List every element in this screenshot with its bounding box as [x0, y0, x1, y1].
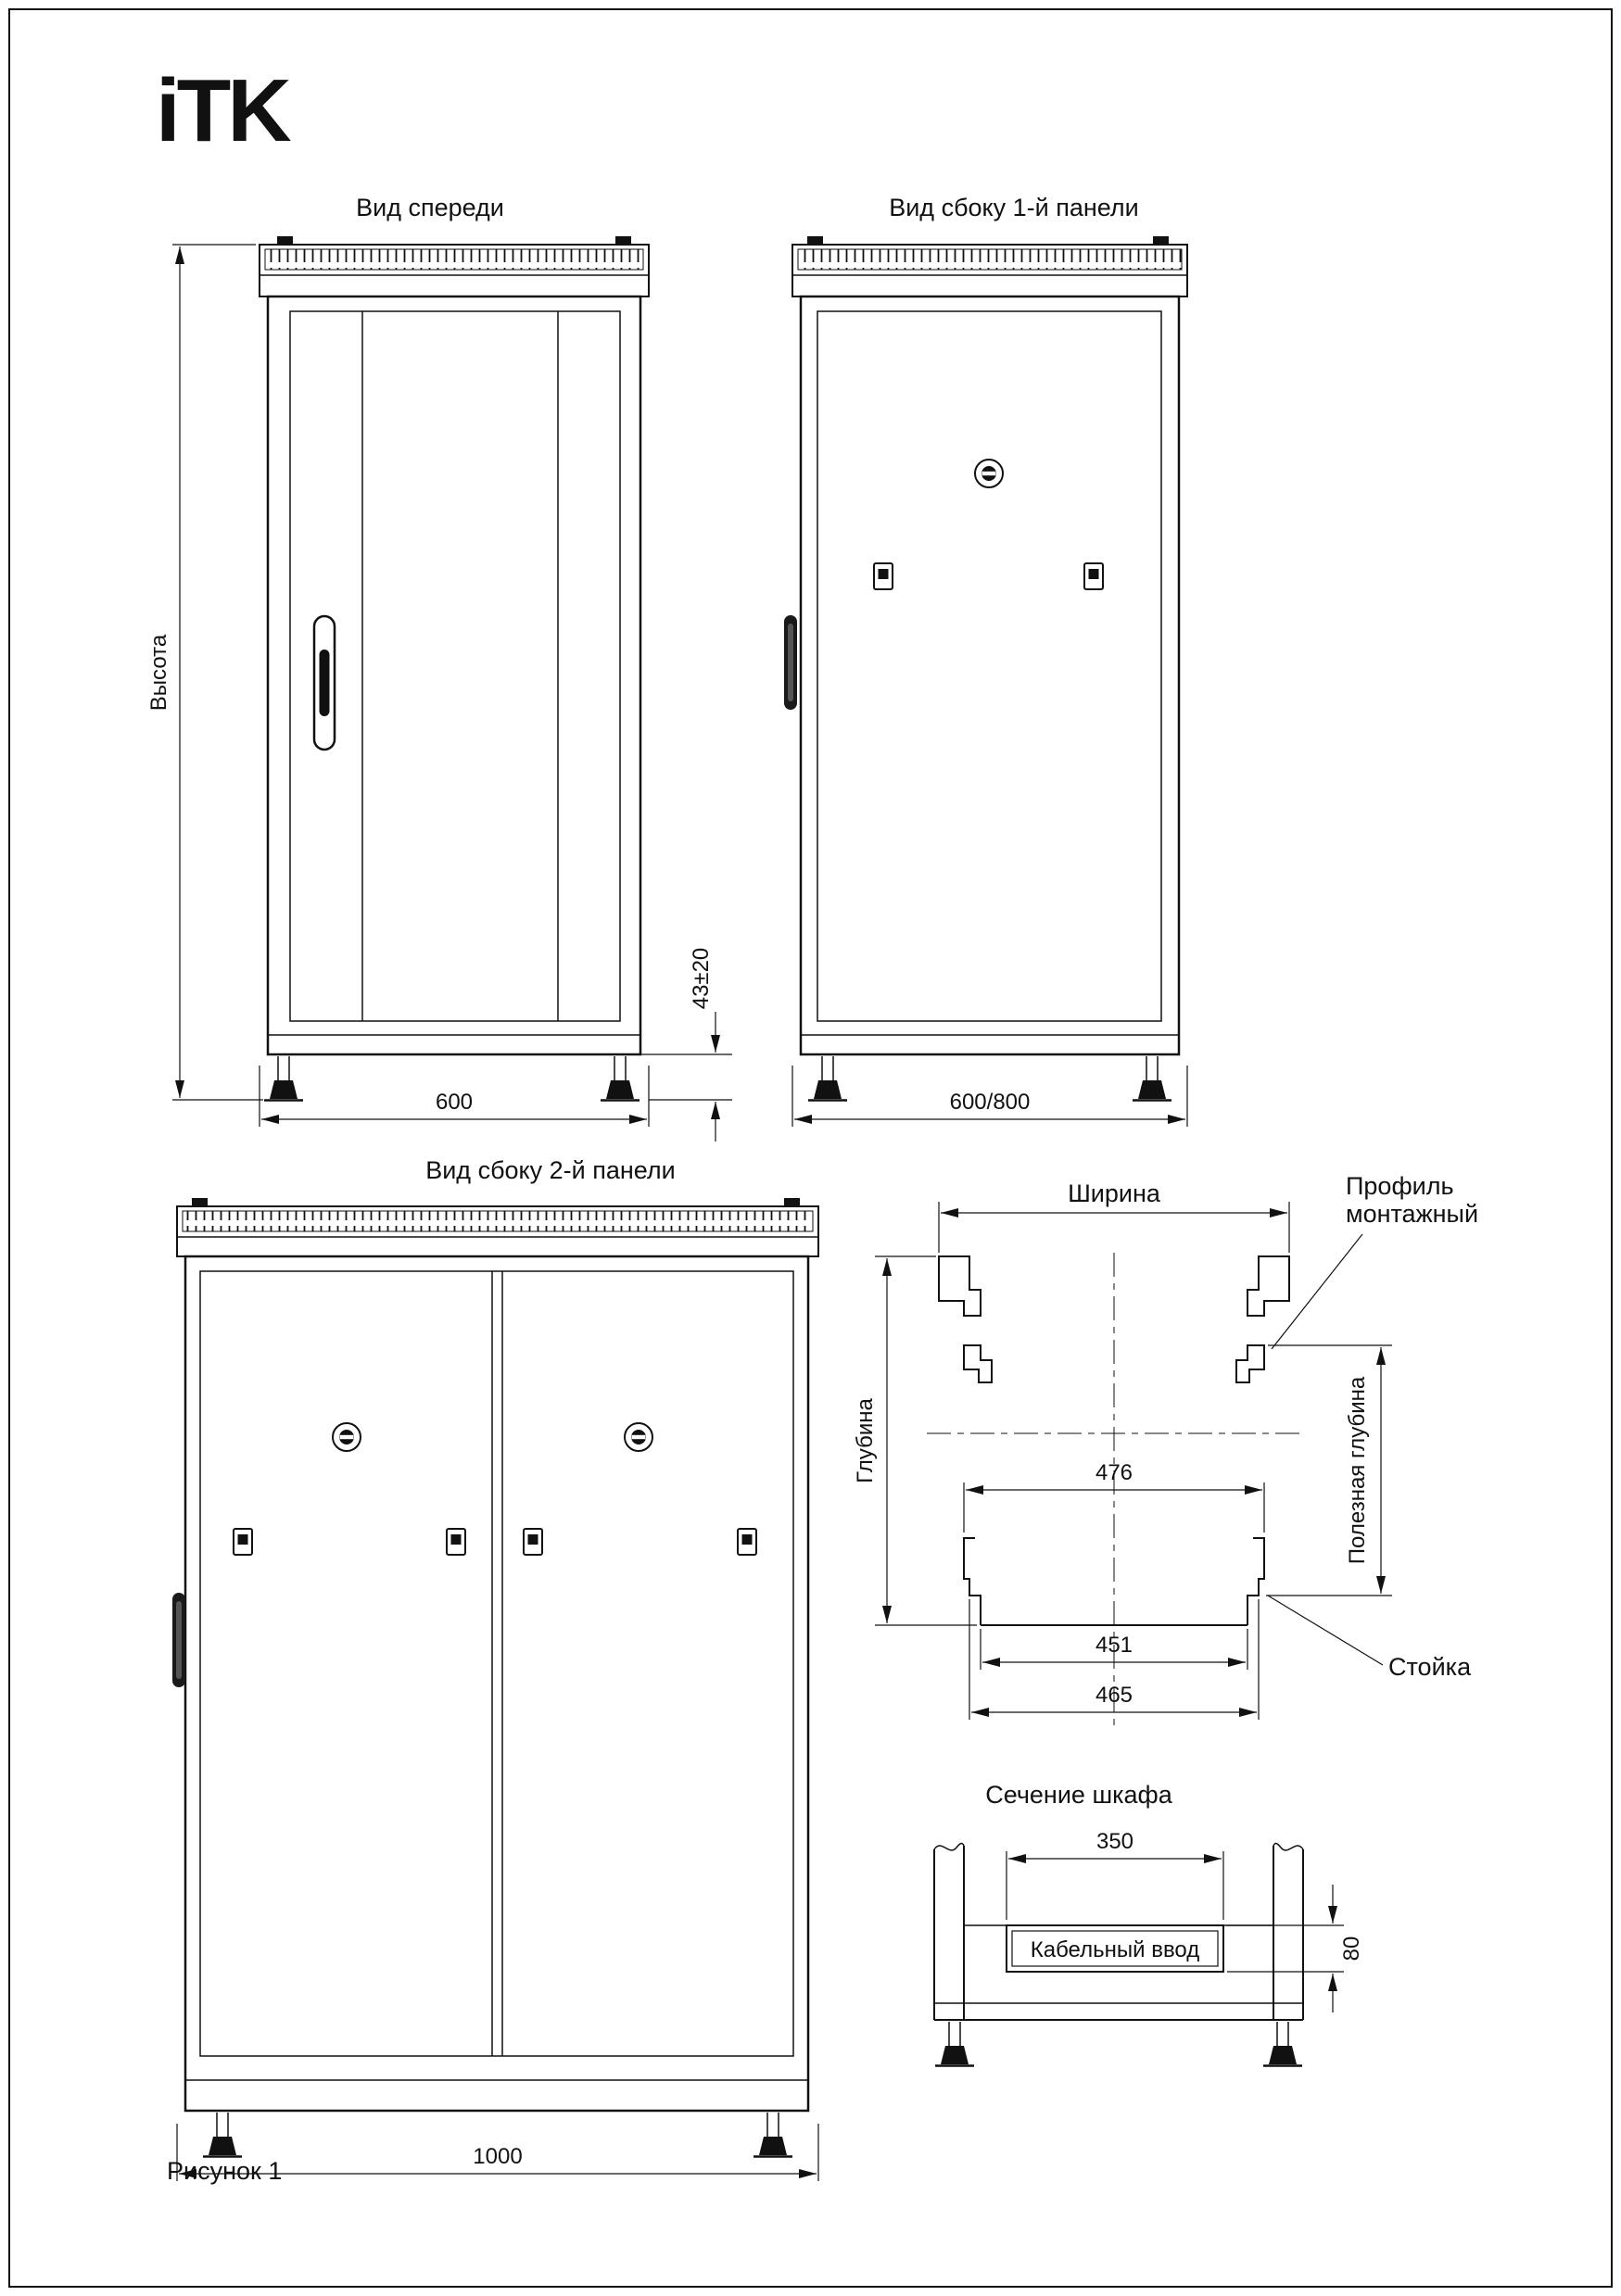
depth-dimension-label: 600/800 [950, 1090, 1031, 1115]
corner-profile-outline [1247, 1255, 1290, 1317]
cabinet-section-title: Сечение шкафа [985, 1781, 1173, 1809]
lifting-lug [784, 1198, 800, 1207]
break-line [1273, 1842, 1304, 1851]
depth-dimension-label: 1000 [473, 2144, 522, 2169]
panel-lock [332, 1422, 361, 1452]
adjustable-foot [806, 1054, 849, 1102]
dimension-label-451: 451 [1095, 1633, 1133, 1658]
cable-entry-box [1006, 1924, 1224, 1973]
cross-section: Ширина Профиль монтажный Глубина Полезна… [853, 1172, 1478, 1725]
adjustable-foot [599, 1054, 641, 1102]
foot-dimension-label: 43±20 [689, 948, 714, 1010]
mounting-profile-label-line2: монтажный [1346, 1200, 1478, 1228]
mounting-profile-outline [963, 1344, 993, 1383]
adjustable-foot [262, 1054, 305, 1102]
adjustable-foot [933, 2020, 976, 2067]
stand-profile-outline [963, 1537, 981, 1625]
front-view: Вид спереди Высота 600 43±20 [146, 194, 732, 1142]
panel-latch [737, 1528, 757, 1556]
side-view-panel2: Вид сбоку 2-й панели 1000 [172, 1156, 819, 2181]
body-outline [799, 295, 1181, 1056]
mounting-profile-label-line1: Профиль [1346, 1172, 1454, 1200]
depth-label: Глубина [853, 1398, 878, 1483]
side2-view-title: Вид сбоку 2-й панели [425, 1156, 676, 1184]
side-view-panel1: Вид сбоку 1-й панели 600/800 [784, 194, 1188, 1127]
panel-latch [873, 562, 893, 590]
useful-depth-label: Полезная глубина [1345, 1376, 1370, 1564]
side-panel [817, 310, 1162, 1022]
dimension-label-476: 476 [1095, 1460, 1133, 1485]
side-handle [172, 1593, 185, 1687]
panel-latch [446, 1528, 466, 1556]
adjustable-foot [1131, 1054, 1173, 1102]
door-handle [312, 614, 336, 751]
lifting-lug [277, 236, 293, 246]
width-label: Ширина [1068, 1180, 1161, 1207]
leader-line [1271, 1233, 1363, 1350]
body-outline [184, 1255, 810, 2113]
front-door-panel [289, 310, 621, 1022]
adjustable-foot [1261, 2020, 1304, 2067]
adjustable-foot [752, 2111, 794, 2158]
cable-entry-label: Кабельный ввод [1031, 1937, 1200, 1962]
panel-latch [523, 1528, 543, 1556]
cable-entry-box-inner [1011, 1930, 1219, 1967]
side-panels [199, 1270, 794, 2057]
stand-profile-outline [1247, 1537, 1265, 1625]
vent-grille [797, 248, 1183, 271]
mounting-profile-outline [1235, 1344, 1265, 1383]
dimension-label-465: 465 [1095, 1683, 1133, 1708]
body-outline [266, 295, 642, 1056]
stand-label: Стойка [1388, 1653, 1472, 1681]
front-view-title: Вид спереди [356, 194, 504, 221]
break-line [933, 1842, 965, 1851]
dimension-label-80: 80 [1339, 1936, 1364, 1962]
side1-view-title: Вид сбоку 1-й панели [889, 194, 1139, 221]
panel-latch [1083, 562, 1104, 590]
lifting-lug [615, 236, 631, 246]
vent-grille [182, 1210, 814, 1232]
figure-caption: Рисунок 1 [167, 2157, 282, 2185]
dimension-label-350: 350 [1096, 1829, 1133, 1854]
brand-logo: iTK [156, 61, 291, 160]
lifting-lug [807, 236, 823, 246]
panel-lock [974, 459, 1004, 488]
panel-lock [624, 1422, 653, 1452]
cabinet-section: Сечение шкафа Кабельный ввод 350 80 [933, 1781, 1364, 2067]
corner-profile-outline [938, 1255, 981, 1317]
height-dimension-label: Высота [146, 634, 171, 711]
panel-latch [233, 1528, 253, 1556]
adjustable-foot [201, 2111, 244, 2158]
lifting-lug [1153, 236, 1169, 246]
vent-grille [264, 248, 644, 271]
page-border [8, 8, 1613, 2288]
side-handle [784, 615, 797, 710]
lifting-lug [192, 1198, 208, 1207]
width-dimension-label: 600 [436, 1090, 473, 1115]
leader-line [1267, 1595, 1384, 1666]
